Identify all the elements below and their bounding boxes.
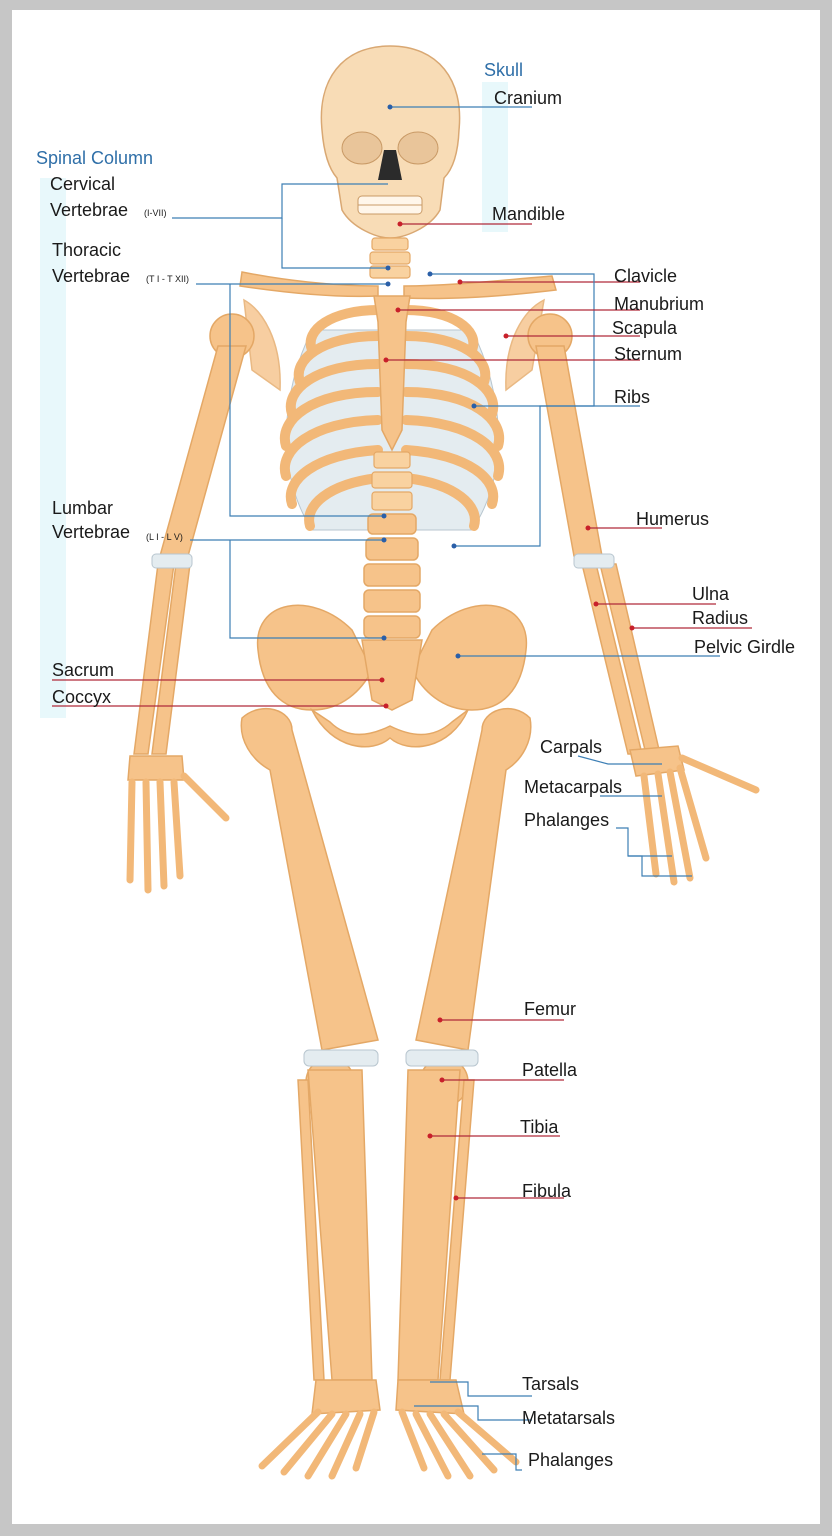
label-scapula: Scapula xyxy=(612,318,678,338)
skull-group-header: Skull xyxy=(484,60,523,80)
label-patella: Patella xyxy=(522,1060,578,1080)
labels: Skull Spinal Column Cranium Mandible Cer… xyxy=(36,60,795,1470)
label-mandible: Mandible xyxy=(492,204,565,224)
label-ulna: Ulna xyxy=(692,584,730,604)
label-phalanges-hand: Phalanges xyxy=(524,810,609,830)
spinal-column-group-header: Spinal Column xyxy=(36,148,153,168)
label-radius: Radius xyxy=(692,608,748,628)
label-lumbar-line2: Vertebrae xyxy=(52,522,130,542)
label-cranium: Cranium xyxy=(494,88,562,108)
clavicle-bone-right xyxy=(403,275,557,300)
label-phalanges-foot: Phalanges xyxy=(528,1450,613,1470)
label-cervical-line1: Cervical xyxy=(50,174,115,194)
spinal-column-bar xyxy=(40,178,66,718)
leg-bones xyxy=(240,707,532,1480)
label-thoracic-line1: Thoracic xyxy=(52,240,121,260)
right-arm-bones xyxy=(527,313,760,886)
spine-bone xyxy=(363,451,421,639)
skull-bone xyxy=(320,45,461,239)
label-fibula: Fibula xyxy=(522,1181,572,1201)
diagram-canvas: Skull Spinal Column Cranium Mandible Cer… xyxy=(12,10,820,1524)
left-arm-bones xyxy=(126,313,255,894)
pelvis-bone xyxy=(256,604,528,748)
label-pelvic-girdle: Pelvic Girdle xyxy=(694,637,795,657)
rib-cage xyxy=(279,305,505,531)
label-ribs: Ribs xyxy=(614,387,650,407)
label-lumbar-line1: Lumbar xyxy=(52,498,113,518)
label-sacrum: Sacrum xyxy=(52,660,114,680)
label-tarsals: Tarsals xyxy=(522,1374,579,1394)
label-sternum: Sternum xyxy=(614,344,682,364)
cervical-vertebrae-bone xyxy=(369,237,411,279)
skeleton-diagram: Skull Spinal Column Cranium Mandible Cer… xyxy=(36,45,795,1480)
label-metatarsals: Metatarsals xyxy=(522,1408,615,1428)
label-metacarpals: Metacarpals xyxy=(524,777,622,797)
label-thoracic-range: (T I - T XII) xyxy=(146,274,189,284)
leader-lines xyxy=(52,104,752,1471)
label-thoracic-line2: Vertebrae xyxy=(52,266,130,286)
label-tibia: Tibia xyxy=(520,1117,559,1137)
label-humerus: Humerus xyxy=(636,509,709,529)
sternum-bone xyxy=(373,295,411,452)
label-femur: Femur xyxy=(524,999,576,1019)
label-clavicle: Clavicle xyxy=(614,266,677,286)
label-cervical-line2: Vertebrae xyxy=(50,200,128,220)
label-manubrium: Manubrium xyxy=(614,294,704,314)
scapula-bone-left xyxy=(243,298,281,392)
label-coccyx: Coccyx xyxy=(52,687,111,707)
label-carpals: Carpals xyxy=(540,737,602,757)
label-lumbar-range: (L I - L V) xyxy=(146,532,183,542)
label-cervical-range: (I-VII) xyxy=(144,208,167,218)
skeleton-figure xyxy=(126,45,760,1480)
